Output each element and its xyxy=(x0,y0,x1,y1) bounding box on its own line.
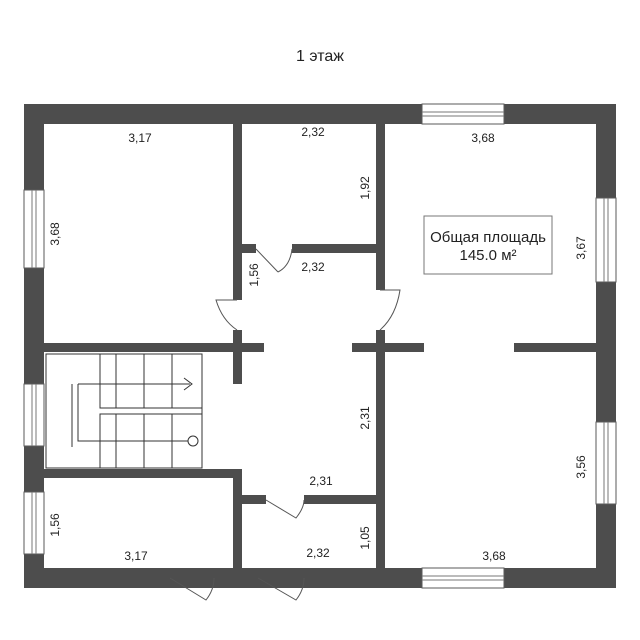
wall-vertical-2-upper xyxy=(376,124,385,290)
dim-room-right-top-height: 3,67 xyxy=(574,236,588,260)
door-room-tm xyxy=(255,248,293,273)
dim-room-right-top-width: 3,68 xyxy=(471,131,495,145)
wall-horizontal-hall-bottom-stub xyxy=(242,495,266,504)
dim-room-bm-width: 2,32 xyxy=(306,546,330,560)
wall-horizontal-center-middle xyxy=(352,343,424,352)
dim-room-bl-width: 3,17 xyxy=(124,549,148,563)
window-left-2 xyxy=(23,383,45,447)
wall-horizontal-left-lower xyxy=(44,469,242,478)
wall-horizontal-left-middle xyxy=(44,343,264,352)
dim-hall-upper-width: 2,32 xyxy=(301,260,325,274)
area-label: Общая площадь xyxy=(430,229,546,246)
dim-room-tl-height: 3,68 xyxy=(48,222,62,246)
doors xyxy=(169,248,401,601)
dim-room-bm-height: 1,05 xyxy=(358,526,372,550)
outer-wall-top xyxy=(24,104,616,124)
wall-vertical-2-lower xyxy=(376,330,385,568)
windows xyxy=(23,103,617,589)
dim-hall-upper-height: 1,56 xyxy=(247,263,261,287)
page-title: 1 этаж xyxy=(296,48,344,65)
window-top xyxy=(421,103,505,125)
dim-room-bl-height: 1,56 xyxy=(48,513,62,537)
area-value: 145.0 м² xyxy=(459,247,516,264)
door-room-bm xyxy=(257,577,305,601)
wall-horizontal-hall-bottom xyxy=(304,495,385,504)
dim-hall-lower-width: 2,31 xyxy=(309,474,333,488)
dim-room-tm-height: 1,92 xyxy=(358,176,372,200)
outer-wall-right xyxy=(596,104,616,588)
interior-walls xyxy=(44,124,596,568)
dim-hall-lower-height: 2,31 xyxy=(358,406,372,430)
window-left-1 xyxy=(23,189,45,269)
door-room-right xyxy=(379,289,401,331)
dim-room-tl-width: 3,17 xyxy=(128,131,152,145)
window-left-3 xyxy=(23,491,45,555)
door-hall-bottom xyxy=(265,499,305,519)
wall-horizontal-hall-top xyxy=(292,244,385,253)
staircase xyxy=(45,353,203,469)
wall-vertical-1-upper xyxy=(233,124,242,300)
window-bottom xyxy=(421,567,505,589)
wall-vertical-1-bottom xyxy=(233,478,242,568)
total-area: Общая площадь 145.0 м² xyxy=(423,215,553,275)
area-box xyxy=(423,215,553,275)
window-right-1 xyxy=(595,197,617,283)
door-room-bl xyxy=(169,577,215,601)
wall-horizontal-right-middle xyxy=(514,343,596,352)
wall-vertical-1-lower xyxy=(233,330,242,384)
dimension-labels: 3,17 3,68 2,32 1,92 2,32 1,56 3,68 3,67 … xyxy=(48,125,588,563)
door-room-tl xyxy=(215,299,238,331)
window-right-2 xyxy=(595,421,617,505)
outer-wall-bottom xyxy=(24,568,616,588)
wall-horizontal-hall-top-stub xyxy=(242,244,256,253)
dim-room-right-bottom-height: 3,56 xyxy=(574,455,588,479)
dim-room-tm-width: 2,32 xyxy=(301,125,325,139)
dim-room-right-bottom-width: 3,68 xyxy=(482,549,506,563)
